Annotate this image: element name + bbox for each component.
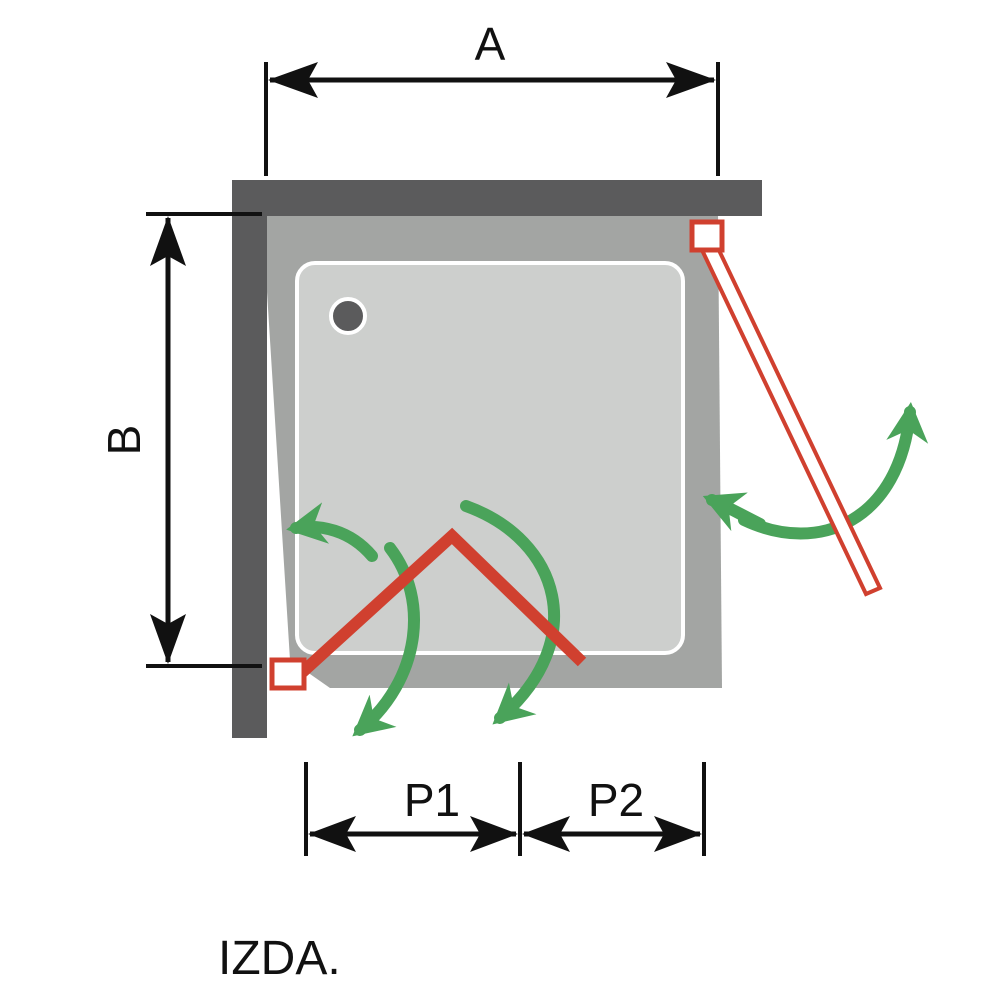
orientation-caption: IZDA. bbox=[218, 932, 341, 985]
dimension-b-arrow-top bbox=[150, 216, 186, 266]
dimension-a-arrow-right bbox=[666, 62, 716, 98]
dimension-p2-label: P2 bbox=[588, 774, 644, 826]
drain-icon bbox=[329, 297, 367, 335]
dimension-a-label: A bbox=[475, 18, 506, 70]
dimension-p2-arrow-left bbox=[522, 816, 570, 852]
side-wall bbox=[232, 180, 267, 738]
dimension-p1-label: P1 bbox=[404, 774, 460, 826]
dimension-b-label: B bbox=[98, 425, 150, 456]
swing-arrow-p1-inward bbox=[286, 502, 378, 562]
swing-arrow-hinged-door-inward bbox=[702, 492, 766, 532]
swing-arrow-p2-outward bbox=[460, 500, 560, 725]
dimension-p1-arrow-right bbox=[470, 816, 518, 852]
swing-arrow-p1-outward bbox=[352, 542, 420, 737]
hinged-door-panel bbox=[699, 241, 883, 597]
folding-door-hinge bbox=[269, 657, 307, 691]
dimension-p2-arrow-right bbox=[654, 816, 702, 852]
dimension-a-arrow-left bbox=[268, 62, 318, 98]
dimension-b-arrow-bottom bbox=[150, 614, 186, 664]
folding-door bbox=[291, 527, 587, 683]
back-wall bbox=[232, 180, 762, 216]
hinged-door-hinge bbox=[689, 219, 725, 253]
swing-arrow-hinged-door bbox=[738, 402, 929, 540]
dimension-p1-arrow-left bbox=[308, 816, 356, 852]
